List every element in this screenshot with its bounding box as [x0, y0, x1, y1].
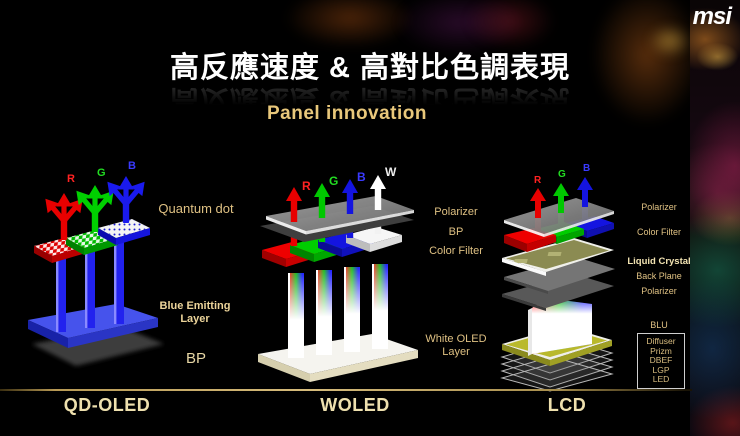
caption-qd-oled: QD-OLED [63, 395, 151, 415]
wo-colorfilter-white [346, 227, 402, 252]
lc-backplane-plate [504, 257, 615, 294]
label-blu: BLU [650, 320, 668, 330]
lc-liquidcrystal-plate [502, 238, 614, 276]
label-wo-color-filter: Color Filter [429, 245, 483, 257]
lc-arrow-letter-b: B [583, 163, 590, 174]
label-lc-polarizer-bottom: Polarizer [641, 286, 677, 296]
flame-decor [285, 0, 415, 48]
blu-stack-box: Diffuser Prizm DBEF LGP LED [637, 333, 685, 389]
label-wo-bp: BP [448, 226, 464, 238]
qd-arrow-letter-r: R [67, 173, 75, 185]
wo-white-base [258, 334, 418, 382]
qd-bp-shadow [32, 327, 164, 366]
wo-arrows [286, 175, 386, 222]
label-lc-color-filter: Color Filter [636, 227, 681, 237]
page-subtitle: Panel innovation [266, 103, 428, 124]
qd-arrow-letter-g: G [97, 167, 106, 179]
caption-lcd: LCD [547, 395, 587, 415]
wo-arrow-letter-r: R [302, 179, 311, 193]
lc-blu-wedge [528, 298, 592, 356]
label-lc-polarizer-top: Polarizer [641, 202, 677, 212]
label-quantum-dot: Quantum dot [158, 201, 234, 216]
label-wo-polarizer: Polarizer [434, 206, 478, 218]
lc-arrow-letter-g: G [558, 169, 566, 180]
lc-arrow-letter-r: R [534, 175, 542, 186]
flame-decor [465, 0, 555, 50]
msi-logo: msi [692, 3, 732, 30]
lc-arrows [530, 177, 593, 218]
woled-diagram: R G B W [258, 165, 418, 382]
wo-arrow-letter-g: G [329, 174, 338, 188]
stack-item-prizm: Prizm [650, 345, 672, 356]
wo-arrow-letter-w: W [385, 165, 397, 179]
page-title: 高反應速度 & 高對比色調表現 [169, 52, 571, 84]
qd-blue-pillars [56, 242, 124, 332]
qd-oled-diagram: R G B [28, 160, 164, 366]
stack-item-led: LED [652, 374, 670, 385]
marble-edge-decor [690, 0, 740, 436]
wo-oled-pillars [288, 264, 388, 358]
qd-plate-blue [98, 219, 150, 245]
lc-polarizer2-plate [502, 274, 614, 311]
label-white-oled-layer: White OLED Layer [425, 333, 487, 358]
label-back-plane: Back Plane [636, 271, 682, 281]
label-qd-bp: BP [185, 350, 206, 367]
stack-item-dbef: DBEF [649, 355, 673, 366]
label-blue-emitting-layer: Blue Emitting Layer [159, 300, 231, 325]
stack-item-diffuser: Diffuser [646, 336, 676, 346]
label-liquid-crystal: Liquid Crystal [627, 256, 691, 267]
qd-arrow-letter-b: B [128, 160, 136, 172]
gold-divider-line [0, 389, 692, 391]
wo-arrow-letter-b: B [357, 170, 366, 184]
caption-woled: WOLED [320, 395, 390, 415]
lcd-diagram: R G B [500, 163, 615, 392]
stack-item-lgp: LGP [652, 364, 670, 375]
